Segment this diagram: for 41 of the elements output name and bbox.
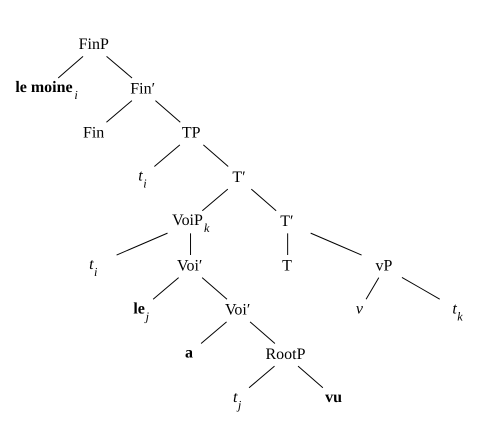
node-text: Fin′ — [130, 80, 156, 98]
node-text: vu — [325, 388, 342, 406]
connector — [248, 366, 276, 388]
node-text: t$_{i}$ — [89, 256, 98, 280]
connector — [154, 144, 180, 167]
connector — [202, 277, 228, 300]
node-text: T′ — [232, 168, 246, 186]
node-text: T — [282, 257, 292, 274]
connector — [250, 321, 276, 344]
connector — [366, 277, 380, 300]
node-text: Fin — [82, 124, 104, 142]
connector — [190, 232, 192, 256]
connector — [298, 366, 324, 388]
connector — [152, 277, 180, 300]
connector — [106, 56, 133, 78]
connector — [250, 188, 277, 212]
connector — [287, 232, 288, 256]
node-text: t$_{k}$ — [452, 300, 463, 324]
node-text: Voi′ — [177, 257, 202, 274]
connector — [202, 144, 229, 167]
connector — [106, 100, 132, 123]
node-text: FinP — [78, 36, 109, 54]
node-text: vP — [376, 257, 392, 274]
connector — [154, 100, 181, 123]
node-text: t$_{j}$ — [232, 388, 242, 412]
node-text: RootP — [266, 346, 306, 363]
connector — [202, 188, 228, 212]
node-text: le$_{j}$ — [133, 300, 150, 324]
connector — [58, 56, 84, 78]
node-text: TP — [182, 124, 201, 142]
node-text: le moine$_{i}$ — [15, 79, 78, 102]
node-text: T′ — [280, 213, 294, 230]
node-text: t$_{i}$ — [138, 168, 147, 191]
connector — [401, 276, 440, 300]
node-text: v — [356, 300, 363, 318]
connector — [200, 321, 228, 344]
connector — [116, 232, 168, 256]
node-text: a — [185, 344, 193, 362]
connector — [310, 232, 362, 256]
node-text: Voi′ — [224, 302, 250, 319]
node-text: VoiP$_{k}$ — [172, 212, 210, 235]
